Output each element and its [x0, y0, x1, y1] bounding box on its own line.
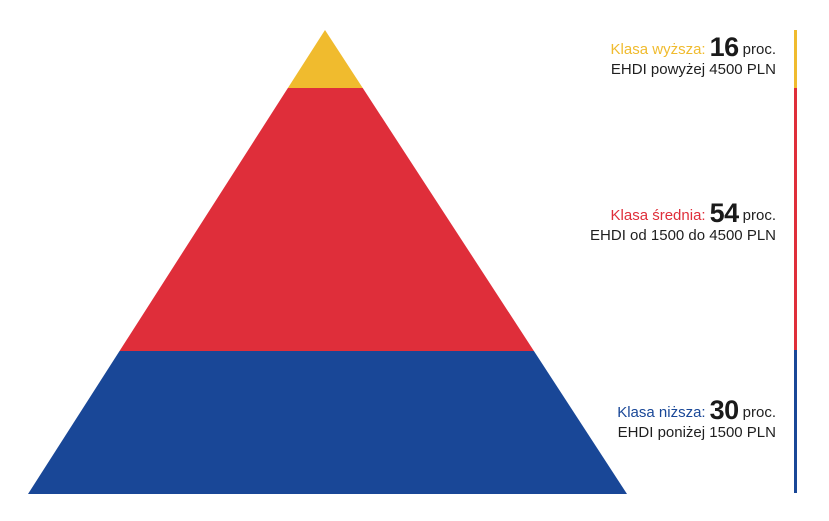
tier-detail-lower: EHDI poniżej 1500 PLN: [617, 424, 776, 441]
tier-unit-lower: proc.: [742, 404, 776, 421]
tier-bar-lower-class: [794, 350, 797, 493]
tier-value-middle: 54: [709, 198, 740, 228]
tier-detail-upper: EHDI powyżej 4500 PLN: [610, 61, 776, 78]
tier-unit-middle: proc.: [742, 207, 776, 224]
tier-unit-upper: proc.: [742, 41, 776, 58]
tier-value-upper: 16: [709, 32, 740, 62]
tier-name-lower: Klasa niższa:: [617, 404, 706, 421]
tier-bar-upper-class: [794, 30, 797, 88]
pyramid-segment-middle-class: [119, 88, 534, 351]
pyramid-segment-upper-class: [287, 30, 363, 88]
tier-value-lower: 30: [709, 395, 740, 425]
pyramid-segment-lower-class: [28, 351, 627, 494]
tier-bar-middle-class: [794, 88, 797, 350]
tier-name-upper: Klasa wyższa:: [610, 41, 706, 58]
tier-name-middle: Klasa średnia:: [610, 207, 706, 224]
tier-detail-middle: EHDI od 1500 do 4500 PLN: [590, 227, 776, 244]
